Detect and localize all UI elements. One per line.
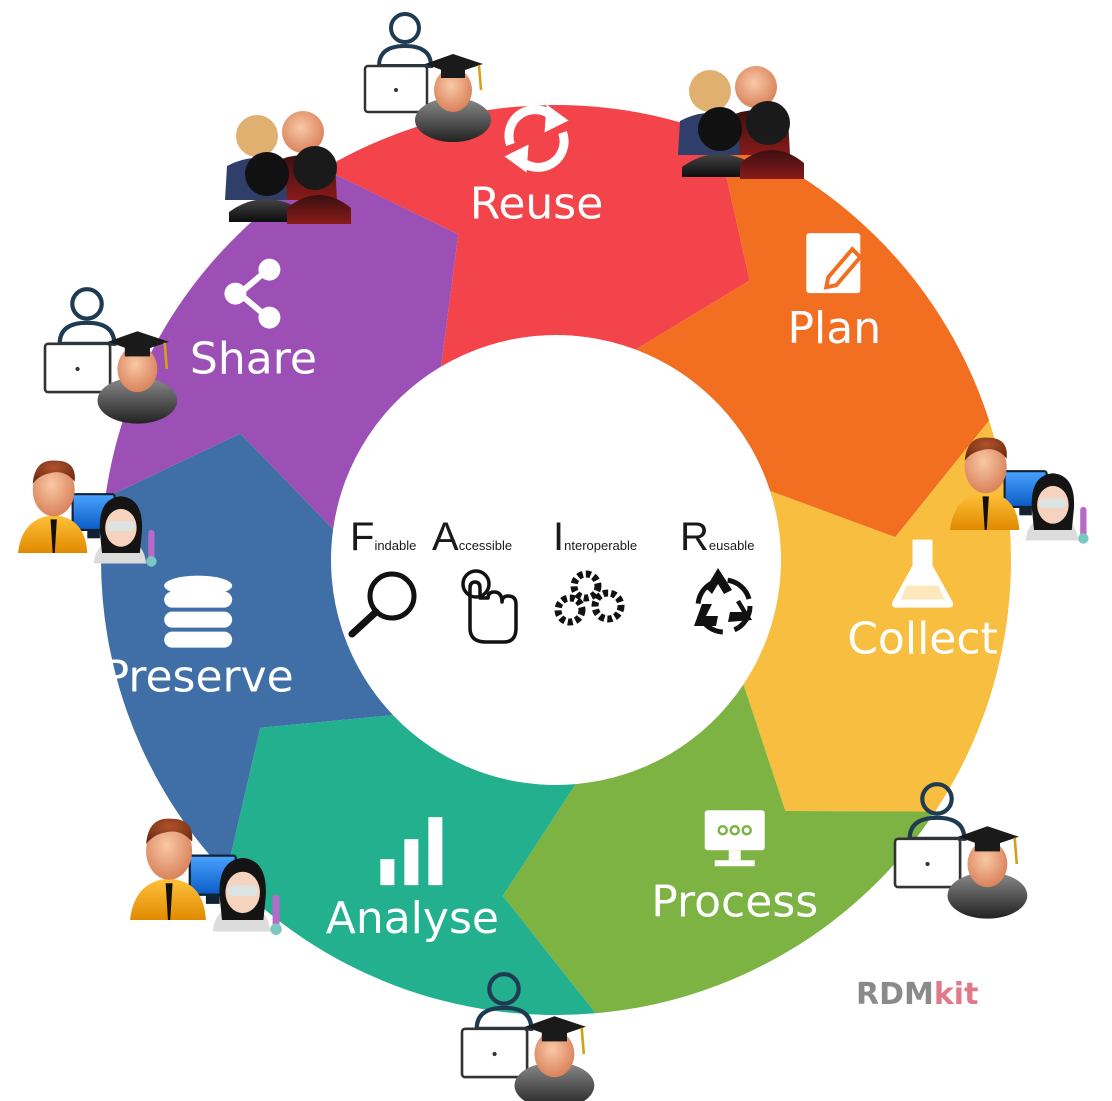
stage-segment xyxy=(101,433,393,874)
stage-segment xyxy=(105,168,459,530)
team-meeting-icon xyxy=(678,66,804,179)
stage-label: Share xyxy=(190,334,317,385)
stage-label: Reuse xyxy=(470,179,604,230)
share-icon xyxy=(224,258,281,329)
bar-chart-icon xyxy=(380,817,443,886)
sync-icon xyxy=(504,104,569,173)
svg-text:Reusable: Reusable xyxy=(680,515,754,559)
stage-segment xyxy=(743,420,1011,812)
stage-analyse: Analyse xyxy=(226,715,596,1015)
stage-label: Preserve xyxy=(103,652,294,703)
gears-icon xyxy=(554,570,625,626)
stage-label: Analyse xyxy=(326,893,499,944)
stage-reuse: Reuse xyxy=(323,104,750,367)
recycle-icon xyxy=(694,568,753,635)
svg-text:Accessible: Accessible xyxy=(432,515,512,559)
fair-accessible: Accessible xyxy=(432,515,512,559)
stage-preserve: Preserve xyxy=(101,433,393,874)
fair-reusable: Reusable xyxy=(680,515,754,559)
team-meeting-icon xyxy=(225,111,351,224)
stage-label: Plan xyxy=(787,303,881,354)
touch-icon xyxy=(461,569,518,644)
stage-segment xyxy=(635,134,990,538)
svg-text:Interoperable: Interoperable xyxy=(553,515,637,559)
stage-segment xyxy=(323,105,750,367)
graduate-researcher-icon xyxy=(363,12,493,144)
fair-interoperable: Interoperable xyxy=(553,515,637,559)
database-icon xyxy=(164,575,233,648)
rdmkit-logo: RDMkit xyxy=(856,977,978,1012)
stage-plan: Plan xyxy=(635,134,990,538)
fair-principles: Findable Accessible Interoperable Reusab… xyxy=(348,515,754,644)
stage-label: Process xyxy=(651,876,818,927)
stage-process: Process xyxy=(502,684,936,1014)
stage-label: Collect xyxy=(847,614,998,665)
stage-share: Share xyxy=(105,168,459,530)
stage-collect: Collect xyxy=(743,420,1011,812)
flask-icon xyxy=(892,539,954,608)
magnifier-icon xyxy=(348,571,417,638)
svg-text:Findable: Findable xyxy=(350,515,416,559)
edit-icon xyxy=(806,233,864,294)
fair-findable: Findable xyxy=(350,515,416,559)
monitor-icon xyxy=(704,810,765,867)
